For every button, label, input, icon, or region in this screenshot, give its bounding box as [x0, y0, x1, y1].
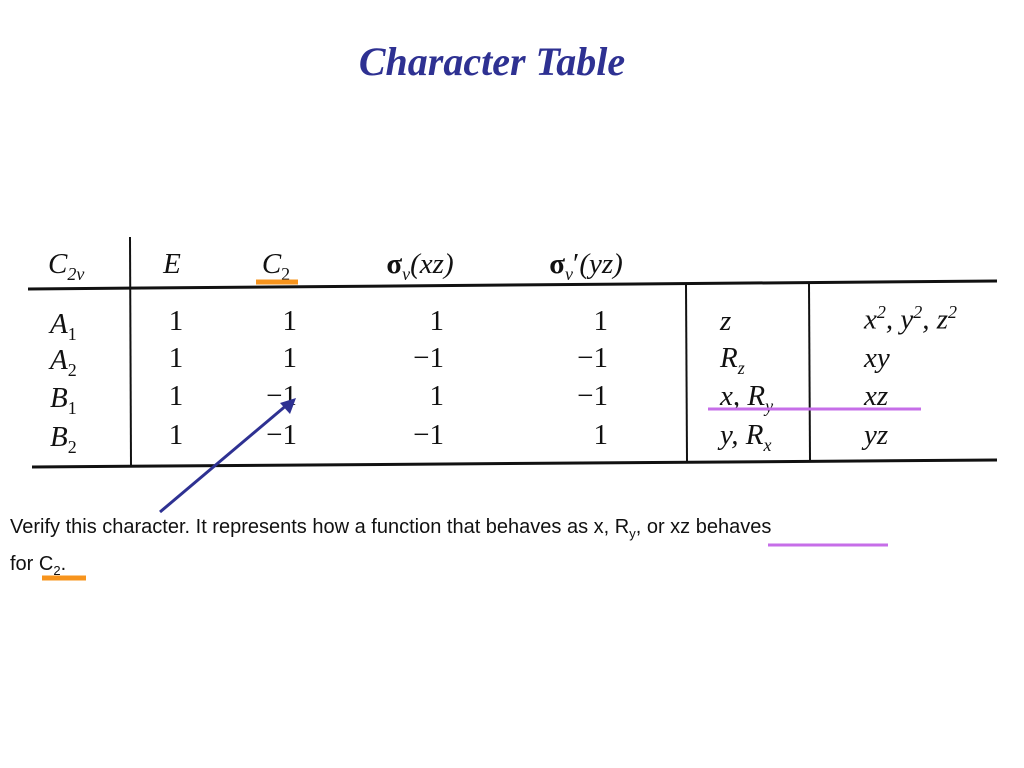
point-group-label: C2v — [48, 248, 85, 284]
cell-a2-c2: 1 — [282, 342, 298, 374]
cell-b2-sv: −1 — [413, 419, 444, 451]
caption: Verify this character. It represents how… — [10, 516, 772, 578]
cell-a2-linear: Rz — [720, 342, 745, 378]
row-label-a2: A2 — [50, 344, 77, 380]
table-bottom-rule — [31, 458, 998, 469]
cell-a1-e: 1 — [168, 305, 184, 337]
annotation-arrow — [159, 402, 289, 514]
table-group-divider — [129, 236, 132, 467]
header-sigma-v-prime-yz: σv′(yz) — [549, 248, 623, 284]
cell-b2-svp: 1 — [593, 419, 609, 451]
cell-a1-linear: z — [720, 305, 732, 337]
cell-a2-quadratic: xy — [864, 342, 890, 374]
cell-b2-quadratic: yz — [864, 419, 889, 451]
cell-b1-sv: 1 — [429, 380, 445, 412]
cell-b1-quadratic: xz — [864, 380, 889, 412]
row-label-b1: B1 — [50, 382, 77, 418]
cell-a2-e: 1 — [168, 342, 184, 374]
cell-b1-svp: −1 — [577, 380, 608, 412]
cell-a1-quadratic: x2, y2, z2 — [864, 302, 957, 336]
cell-a1-svp: 1 — [593, 305, 609, 337]
cell-b2-c2: −1 — [266, 419, 297, 451]
cell-a1-sv: 1 — [429, 305, 445, 337]
cell-b1-e: 1 — [168, 380, 184, 412]
slide-title: Character Table — [358, 39, 626, 84]
cell-a2-sv: −1 — [413, 342, 444, 374]
arrow-head-icon — [280, 398, 296, 414]
header-c2: C2 — [261, 248, 291, 284]
cell-b1-linear: x, Ry — [720, 380, 774, 416]
cell-a2-svp: −1 — [577, 342, 608, 374]
row-label-b2: B2 — [50, 421, 77, 457]
cell-b2-linear: y, Rx — [720, 419, 772, 455]
cell-b2-e: 1 — [168, 419, 184, 451]
cell-a1-c2: 1 — [282, 305, 298, 337]
row-label-a1: A1 — [50, 308, 77, 344]
table-header-rule — [27, 279, 998, 291]
header-sigma-v-xz: σv(xz) — [386, 248, 454, 284]
table-quadratic-divider — [808, 283, 811, 462]
table-linear-divider — [685, 284, 688, 462]
header-e: E — [163, 248, 181, 280]
